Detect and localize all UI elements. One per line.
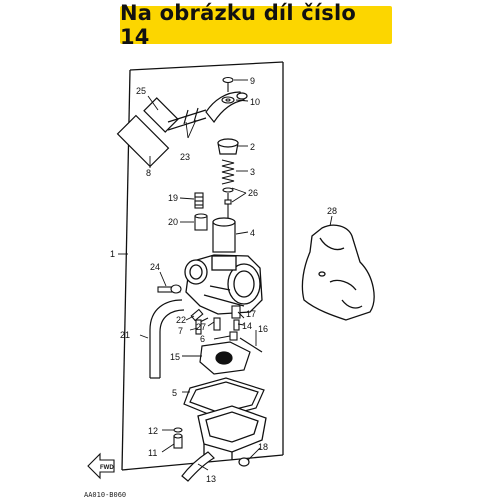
part-label-13: 13 bbox=[206, 474, 216, 484]
mixing-chamber-cap bbox=[217, 138, 239, 155]
part-label-17: 17 bbox=[246, 309, 256, 319]
pilot-screw-set bbox=[194, 192, 208, 231]
banner-text: Na obrázku díl číslo 14 bbox=[120, 1, 357, 49]
part-label-19: 19 bbox=[168, 193, 178, 203]
arrow-label: FWD bbox=[100, 465, 114, 471]
throttle-spring bbox=[221, 159, 235, 185]
part-label-22: 22 bbox=[176, 315, 186, 325]
part-label-15: 15 bbox=[170, 352, 180, 362]
part-label-23: 23 bbox=[180, 152, 190, 162]
part-label-28: 28 bbox=[327, 206, 337, 216]
part-label-1: 1 bbox=[110, 249, 115, 259]
idle-screw-set bbox=[190, 308, 221, 335]
catalog-code: AA010-B060 bbox=[84, 491, 126, 499]
part-label-4: 4 bbox=[250, 228, 255, 238]
part-label-25: 25 bbox=[136, 86, 146, 96]
part-label-16: 16 bbox=[258, 324, 268, 334]
part-label-3: 3 bbox=[250, 167, 255, 177]
part-label-24: 24 bbox=[150, 262, 160, 272]
part-label-18: 18 bbox=[258, 442, 268, 452]
float-pin bbox=[239, 337, 263, 353]
part-label-12: 12 bbox=[148, 426, 158, 436]
cable-adjuster bbox=[157, 284, 182, 294]
bowl-screw bbox=[173, 427, 183, 449]
carburetor-body bbox=[184, 254, 263, 315]
part-label-26: 26 bbox=[248, 188, 258, 198]
screw-and-washer bbox=[221, 76, 235, 104]
overflow-hose bbox=[149, 299, 185, 379]
part-label-21: 21 bbox=[120, 330, 130, 340]
part-label-10: 10 bbox=[250, 97, 260, 107]
part-label-9: 9 bbox=[250, 76, 255, 86]
part-label-27: 27 bbox=[196, 322, 206, 332]
drain-hose bbox=[181, 451, 250, 482]
part-label-7: 7 bbox=[178, 326, 183, 336]
cable-tube-assembly bbox=[116, 91, 248, 168]
forward-arrow: FWD bbox=[87, 452, 115, 480]
part-label-5: 5 bbox=[172, 388, 177, 398]
float bbox=[199, 341, 251, 375]
part-label-20: 20 bbox=[168, 217, 178, 227]
part-label-11: 11 bbox=[148, 448, 157, 458]
part-label-6: 6 bbox=[200, 334, 205, 344]
leader-lines bbox=[118, 79, 333, 471]
part-label-8: 8 bbox=[146, 168, 151, 178]
float-bowl-gasket bbox=[183, 377, 265, 419]
float-bowl bbox=[197, 405, 267, 460]
throttle-valve bbox=[212, 217, 236, 253]
part-label-2: 2 bbox=[250, 142, 255, 152]
main-jet-set bbox=[229, 305, 241, 341]
part-label-14: 14 bbox=[242, 321, 252, 331]
highlight-banner: Na obrázku díl číslo 14 bbox=[120, 1, 392, 49]
carburetor-cover bbox=[301, 224, 375, 321]
part-number-labels: 1 2 3 4 5 6 7 8 9 10 11 12 13 14 15 16 1… bbox=[110, 76, 337, 484]
